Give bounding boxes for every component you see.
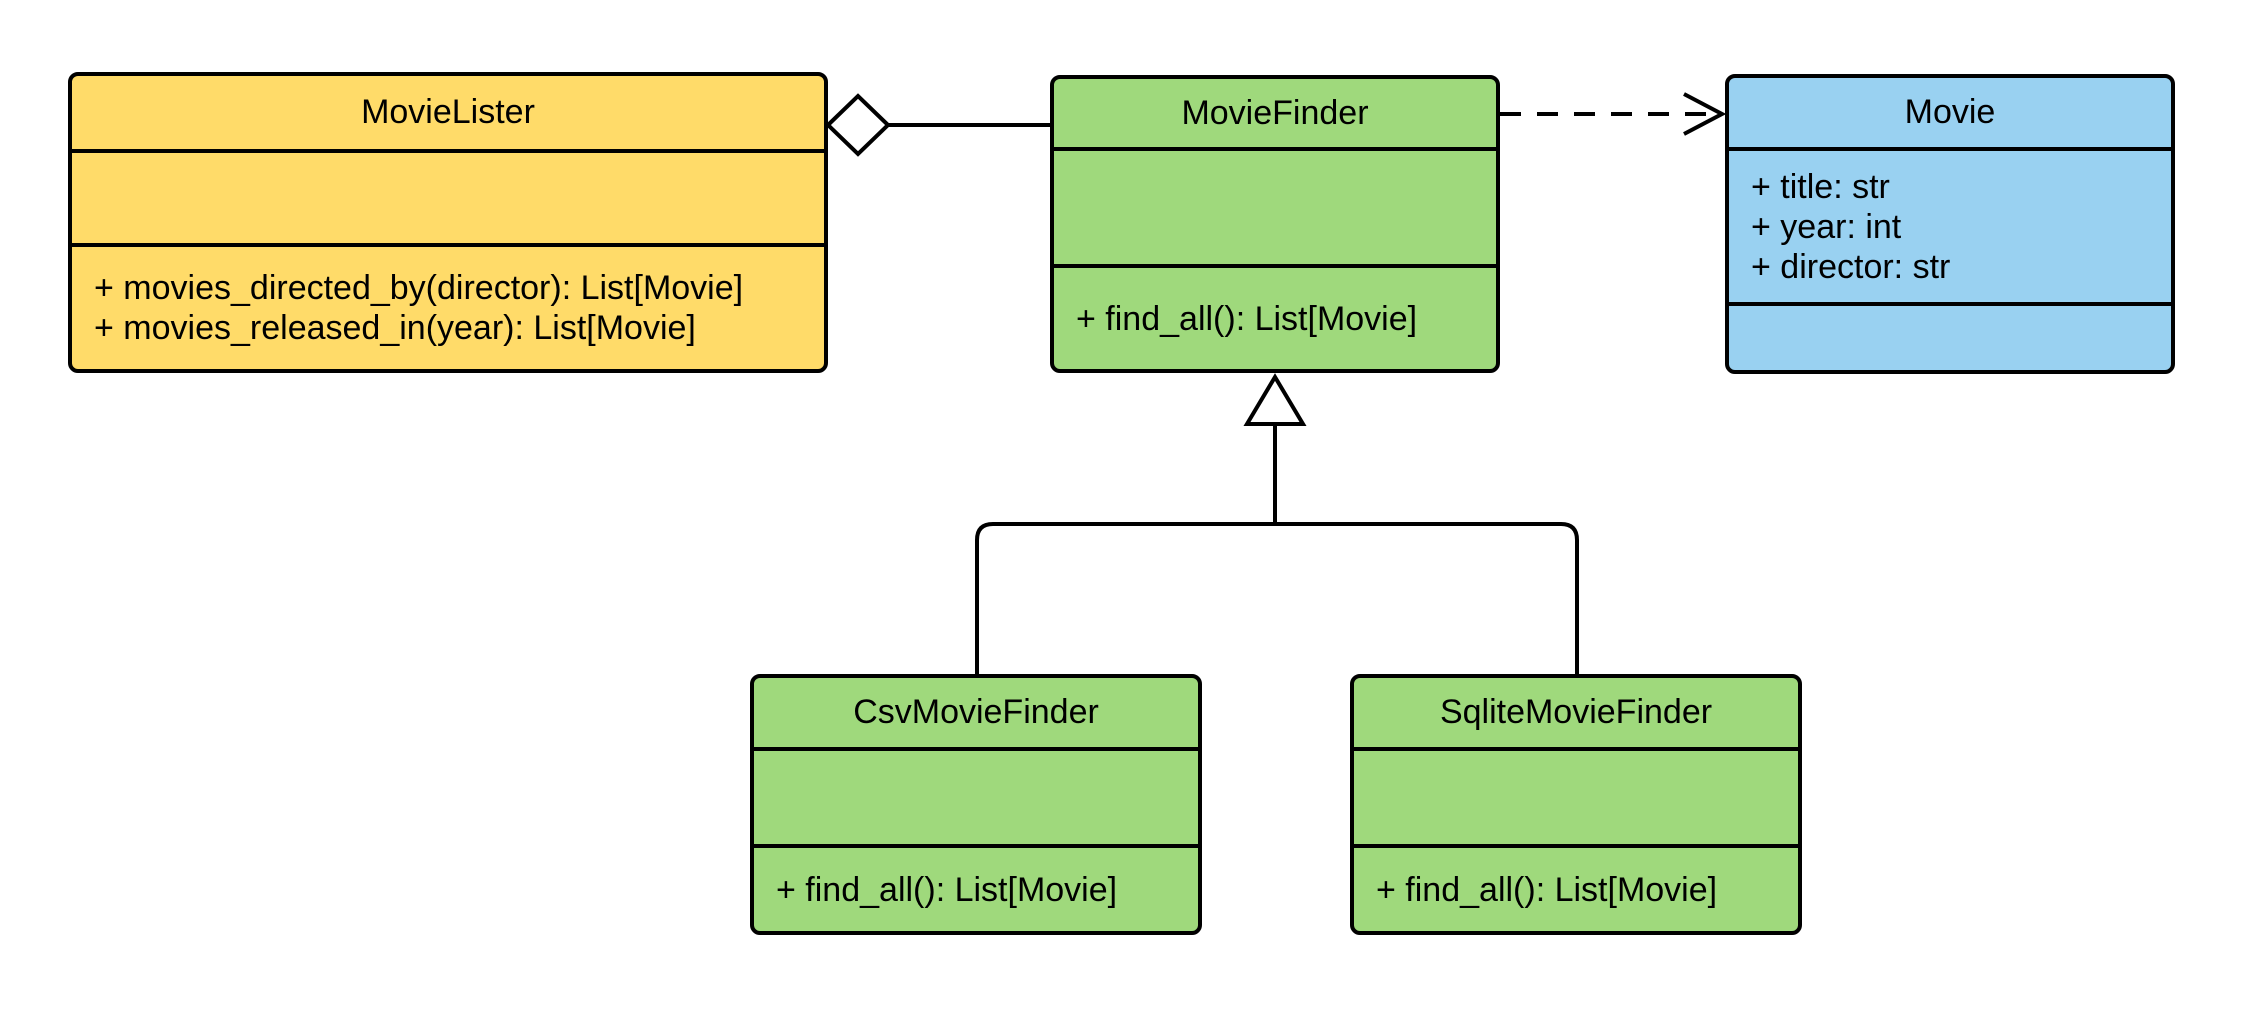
dependency-arrow-moviefinder-movie bbox=[1500, 92, 1727, 136]
inheritance-triangle-icon bbox=[1243, 373, 1307, 426]
attributes-section: + title: str + year: int + director: str bbox=[1729, 147, 2171, 302]
attribute: + director: str bbox=[1751, 247, 1951, 286]
methods-section: + find_all(): List[Movie] bbox=[754, 844, 1198, 931]
class-title: Movie bbox=[1904, 93, 1996, 131]
method: + movies_released_in(year): List[Movie] bbox=[94, 309, 696, 347]
inheritance-connector-subclasses-moviefinder bbox=[975, 373, 1579, 674]
attributes-section bbox=[72, 149, 824, 243]
methods-section bbox=[1729, 302, 2171, 370]
class-title: MovieFinder bbox=[1181, 93, 1369, 132]
class-node-csvmoviefinder[interactable]: CsvMovieFinder + find_all(): List[Movie] bbox=[750, 674, 1202, 935]
aggregation-diamond-icon bbox=[825, 93, 891, 157]
class-title: CsvMovieFinder bbox=[853, 693, 1099, 731]
class-node-sqlitemoviefinder[interactable]: SqliteMovieFinder + find_all(): List[Mov… bbox=[1350, 674, 1802, 935]
class-node-moviefinder[interactable]: MovieFinder + find_all(): List[Movie] bbox=[1050, 75, 1500, 373]
open-arrowhead-icon bbox=[1683, 92, 1727, 136]
attribute: + year: int bbox=[1751, 207, 1902, 246]
class-title: SqliteMovieFinder bbox=[1439, 693, 1713, 731]
attributes-section bbox=[754, 747, 1198, 844]
methods-section: + find_all(): List[Movie] bbox=[1054, 264, 1496, 369]
attributes-section bbox=[1054, 147, 1496, 264]
method: + find_all(): List[Movie] bbox=[1076, 299, 1418, 338]
attributes-section bbox=[1354, 747, 1798, 844]
method: + find_all(): List[Movie] bbox=[776, 870, 1118, 909]
methods-section: + movies_directed_by(director): List[Mov… bbox=[72, 243, 824, 369]
class-node-movielister[interactable]: MovieLister + movies_directed_by(directo… bbox=[68, 72, 828, 373]
aggregation-connector-movielister-moviefinder bbox=[825, 93, 1052, 157]
method: + movies_directed_by(director): List[Mov… bbox=[94, 269, 744, 307]
attribute: + title: str bbox=[1751, 167, 1890, 206]
class-title: MovieLister bbox=[361, 93, 535, 131]
method: + find_all(): List[Movie] bbox=[1376, 870, 1718, 909]
methods-section: + find_all(): List[Movie] bbox=[1354, 844, 1798, 931]
class-node-movie[interactable]: Movie + title: str + year: int + directo… bbox=[1725, 74, 2175, 374]
